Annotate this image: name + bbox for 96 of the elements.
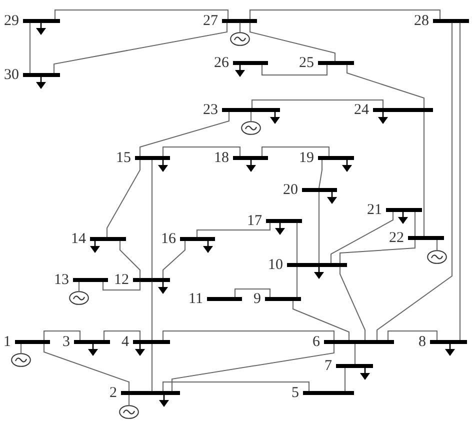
generator-icon: [230, 32, 250, 46]
load-triangle-icon: [159, 400, 169, 407]
transmission-line: [120, 240, 140, 278]
generator-lead: [20, 344, 22, 354]
load-triangle-icon: [36, 28, 46, 35]
bus-number: 30: [4, 70, 19, 80]
transmission-line: [340, 240, 416, 264]
transmission-line: [250, 10, 440, 20]
transmission-line: [354, 344, 356, 364]
bus-number: 6: [312, 337, 320, 347]
bus-number: 18: [214, 153, 229, 163]
bus-number: 21: [367, 205, 382, 215]
generator-icon: [11, 353, 31, 367]
bus-number: 4: [122, 337, 129, 347]
bus-number: 23: [203, 105, 218, 115]
transmission-line: [340, 266, 366, 340]
transmission-line: [106, 160, 140, 238]
bus-number: 26: [214, 58, 229, 68]
load-triangle-icon: [158, 287, 168, 294]
bus-number: 7: [324, 361, 332, 371]
transmission-line: [104, 330, 140, 340]
load-triangle-icon: [398, 217, 408, 224]
transmission-line: [262, 64, 328, 76]
transmission-line: [44, 330, 80, 340]
transmission-line: [162, 382, 310, 392]
transmission-line: [346, 64, 424, 108]
transmission-line: [376, 22, 452, 340]
load-triangle-icon: [246, 165, 256, 172]
generator-icon: [241, 121, 261, 135]
transmission-line: [140, 112, 230, 156]
transmission-line: [344, 368, 346, 392]
bus-number: 2: [110, 388, 117, 398]
transmission-line: [234, 288, 270, 298]
transmission-line: [318, 160, 322, 188]
transmission-line: [172, 344, 334, 392]
transmission-line: [388, 330, 438, 340]
bus-number: 14: [71, 234, 86, 244]
bus-number: 10: [268, 260, 283, 270]
transmission-line: [262, 146, 330, 156]
load-triangle-icon: [36, 82, 46, 89]
transmission-line: [162, 240, 186, 278]
bus-number: 12: [114, 275, 129, 285]
generator-lead: [250, 112, 252, 122]
bus-number: 20: [283, 185, 298, 195]
bus-number: 27: [203, 16, 218, 26]
bus-number: 25: [299, 58, 314, 68]
transmission-line: [296, 266, 298, 298]
load-triangle-icon: [158, 165, 168, 172]
generator-icon: [69, 291, 89, 305]
transmission-line: [252, 100, 384, 108]
transmission-line: [296, 222, 298, 264]
load-triangle-icon: [235, 70, 245, 77]
bus-number: 16: [161, 234, 176, 244]
bus-number: 8: [418, 337, 426, 347]
bus-number: 3: [62, 337, 70, 347]
bus-number: 1: [4, 337, 11, 347]
bus-number: 13: [54, 275, 69, 285]
bus-number: 24: [354, 105, 369, 115]
generator-lead: [436, 240, 438, 250]
transmission-line: [162, 146, 240, 156]
bus-number: 11: [188, 294, 203, 304]
transmission-line: [414, 212, 416, 236]
transmission-line: [292, 300, 350, 340]
load-triangle-icon: [90, 246, 100, 253]
load-triangle-icon: [88, 349, 98, 356]
bus-number: 19: [299, 153, 314, 163]
load-triangle-icon: [270, 117, 280, 124]
generator-lead: [78, 282, 80, 292]
transmission-line: [250, 22, 336, 62]
bus-number: 17: [247, 216, 262, 226]
bus-number: 5: [292, 388, 299, 398]
bus-number: 9: [254, 294, 261, 304]
bus-number: 15: [116, 153, 131, 163]
load-triangle-icon: [203, 246, 213, 253]
bus-number: 22: [389, 233, 404, 243]
load-triangle-icon: [314, 272, 324, 279]
transmission-line: [54, 22, 228, 74]
load-triangle-icon: [135, 349, 145, 356]
bus-number: 29: [4, 16, 19, 26]
generator-lead: [128, 394, 130, 406]
load-triangle-icon: [342, 165, 352, 172]
generator-icon: [427, 250, 447, 264]
load-triangle-icon: [378, 117, 388, 124]
load-triangle-icon: [360, 373, 370, 380]
transmission-line: [44, 344, 130, 392]
transmission-line: [318, 192, 320, 264]
transmission-line: [54, 10, 228, 20]
load-triangle-icon: [275, 228, 285, 235]
transmission-line: [330, 212, 394, 264]
load-triangle-icon: [445, 349, 455, 356]
load-triangle-icon: [327, 197, 337, 204]
bus-number: 28: [414, 16, 429, 26]
transmission-line: [102, 282, 140, 290]
transmission-line: [196, 222, 270, 238]
generator-icon: [119, 405, 139, 419]
transmission-line: [162, 330, 334, 340]
